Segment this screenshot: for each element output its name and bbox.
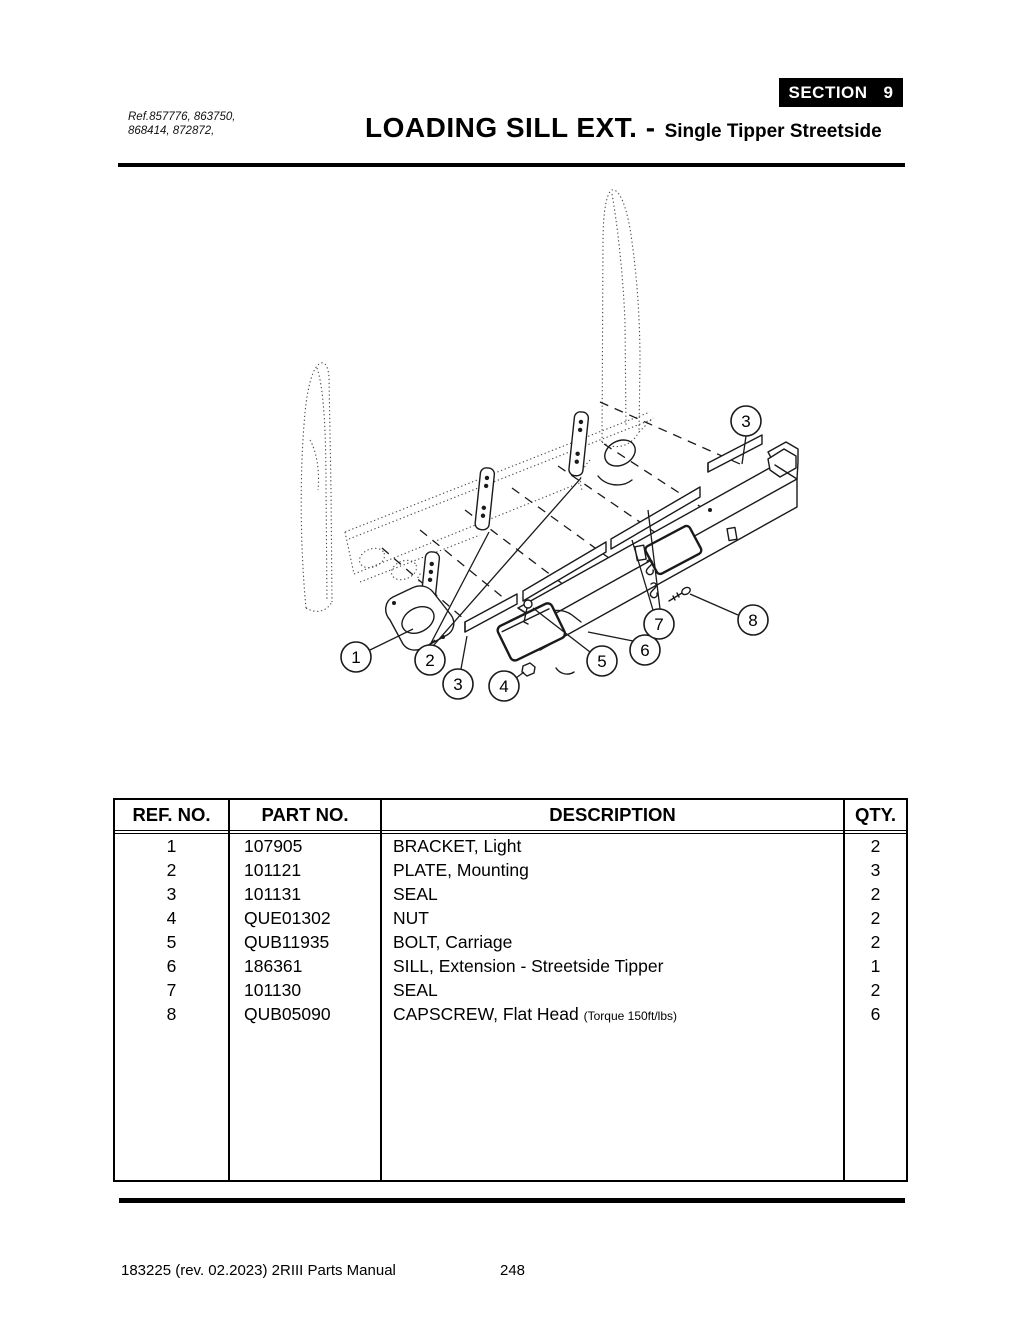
column-ref-no: REF. NO. 1 2 3 4 5 6 7 8 — [115, 800, 230, 1180]
ref-no-cell: 8 — [166, 1004, 177, 1024]
part-no-cell: 107905 — [244, 836, 303, 856]
callout-7: 7 — [643, 608, 675, 640]
reference-numbers: Ref.857776, 863750, 868414, 872872, — [128, 110, 235, 138]
ref-no-cell: 1 — [166, 836, 177, 856]
part-no-cell: QUE01302 — [244, 908, 331, 928]
description-cell: PLATE, Mounting — [393, 860, 529, 880]
page-number: 248 — [500, 1262, 526, 1279]
part-no-cell: 186361 — [244, 956, 303, 976]
description-cell: SEAL — [393, 980, 438, 1000]
svg-text:2: 2 — [425, 651, 434, 670]
page-title-main: LOADING SILL EXT. - — [365, 112, 656, 143]
callout-2: 2 — [414, 644, 446, 676]
qty-cell: 2 — [870, 908, 881, 928]
page-title: LOADING SILL EXT. - Single Tipper Street… — [365, 112, 882, 144]
svg-text:6: 6 — [640, 641, 649, 660]
column-qty: QTY. 2 3 2 2 2 1 2 6 — [845, 800, 906, 1180]
callout-6: 6 — [629, 634, 661, 666]
footer-info: 183225 (rev. 02.2023) 2RIII Parts Manual — [121, 1262, 396, 1279]
description-cell: BOLT, Carriage — [393, 932, 513, 952]
callout-3-bottom: 3 — [442, 668, 474, 700]
part-no-cell: 101131 — [244, 884, 302, 904]
description-cell: CAPSCREW, Flat Head (Torque 150ft/lbs) — [382, 1002, 843, 1026]
column-header-description: DESCRIPTION — [382, 800, 843, 834]
column-header-ref-no: REF. NO. — [115, 800, 228, 834]
section-badge: SECTION 9 — [779, 78, 903, 107]
callout-8: 8 — [737, 604, 769, 636]
svg-text:4: 4 — [499, 677, 508, 696]
qty-cell: 2 — [870, 932, 881, 952]
description-cell: BRACKET, Light — [393, 836, 522, 856]
part-no-cell: 101121 — [244, 860, 302, 880]
section-badge-label: SECTION — [788, 82, 868, 102]
svg-text:7: 7 — [654, 615, 663, 634]
description-text: CAPSCREW, Flat Head — [393, 1004, 579, 1024]
qty-cell: 2 — [870, 884, 881, 904]
description-cell: NUT — [393, 908, 429, 928]
svg-text:5: 5 — [597, 652, 606, 671]
section-badge-number: 9 — [883, 82, 894, 102]
reference-line-1: Ref.857776, 863750, — [128, 111, 236, 123]
reference-line-2: 868414, 872872, — [128, 125, 215, 137]
svg-text:1: 1 — [351, 648, 360, 667]
callout-4: 4 — [488, 670, 520, 702]
parts-table: REF. NO. 1 2 3 4 5 6 7 8 PART NO. 107905… — [113, 798, 908, 1182]
column-part-no: PART NO. 107905 101121 101131 QUE01302 Q… — [230, 800, 382, 1180]
page-title-sub: Single Tipper Streetside — [664, 121, 882, 142]
part-no-cell: 101130 — [244, 980, 302, 1000]
part-no-cell: QUB11935 — [244, 932, 330, 952]
ref-no-cell: 4 — [166, 908, 177, 928]
svg-text:3: 3 — [741, 412, 750, 431]
description-cell: SILL, Extension - Streetside Tipper — [393, 956, 664, 976]
qty-cell: 1 — [870, 956, 881, 976]
description-cell: SEAL — [393, 884, 438, 904]
callout-5: 5 — [586, 645, 618, 677]
column-header-part-no: PART NO. — [230, 800, 380, 834]
description-torque-note: (Torque 150ft/lbs) — [583, 1009, 678, 1023]
exploded-diagram: 3 1 2 3 4 5 6 7 8 — [120, 180, 900, 710]
qty-cell: 2 — [870, 980, 881, 1000]
qty-cell: 3 — [870, 860, 881, 880]
qty-cell: 2 — [870, 836, 881, 856]
ref-no-cell: 5 — [166, 932, 177, 952]
column-description: DESCRIPTION BRACKET, Light PLATE, Mounti… — [382, 800, 845, 1180]
part-no-cell: QUB05090 — [244, 1004, 331, 1024]
callout-3-top: 3 — [730, 405, 762, 437]
footer-divider — [119, 1198, 905, 1203]
ref-no-cell: 3 — [166, 884, 177, 904]
svg-text:8: 8 — [748, 611, 757, 630]
ref-no-cell: 7 — [166, 980, 177, 1000]
callout-1: 1 — [340, 641, 372, 673]
svg-text:3: 3 — [453, 675, 462, 694]
qty-cell: 6 — [870, 1004, 881, 1024]
ref-no-cell: 2 — [166, 860, 177, 880]
ref-no-cell: 6 — [166, 956, 177, 976]
column-header-qty: QTY. — [845, 800, 906, 834]
header-divider — [118, 163, 905, 167]
